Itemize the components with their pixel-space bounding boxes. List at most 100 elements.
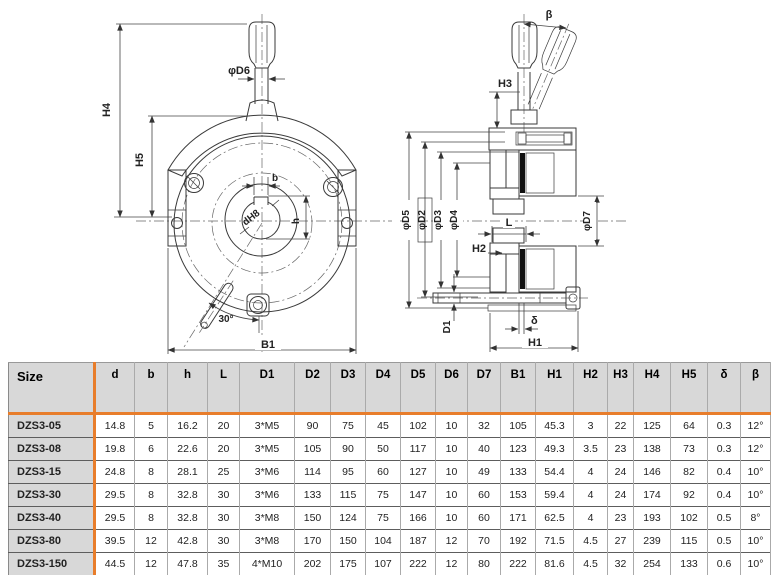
spec-cell: 104 — [365, 529, 401, 553]
spec-cell: 95 — [330, 460, 366, 484]
spec-cell: 4.5 — [573, 529, 608, 553]
spec-cell: 0.3 — [707, 413, 741, 438]
spec-cell: 202 — [294, 552, 331, 575]
spec-cell: 30 — [207, 483, 240, 507]
d5-dim-label: φD5 — [401, 210, 412, 230]
spec-cell: 32 — [607, 552, 634, 575]
brake-drawing-svg: 30° b dH8 h φD6 H4 — [101, 9, 628, 354]
size-cell: DZS3-80 — [8, 529, 96, 553]
d6-dim-label: φD6 — [228, 65, 250, 77]
spec-cell: 222 — [400, 552, 436, 575]
spec-cell: 64 — [670, 413, 708, 438]
spec-cell: 24.8 — [94, 460, 135, 484]
spec-cell: 105 — [500, 413, 536, 438]
spec-cell: 153 — [500, 483, 536, 507]
release-rod — [432, 286, 581, 312]
spec-cell: 12 — [435, 529, 468, 553]
spec-cell: 124 — [330, 506, 366, 530]
handle-knob — [248, 21, 276, 69]
spec-cell: 193 — [633, 506, 671, 530]
col-header-D2: D2 — [294, 362, 331, 415]
spec-cell: 10 — [435, 506, 468, 530]
col-header-H3: H3 — [607, 362, 634, 415]
spec-cell: 60 — [467, 483, 501, 507]
spec-cell: 73 — [670, 437, 708, 461]
col-header-δ: δ — [707, 362, 741, 415]
spec-cell: 115 — [670, 529, 708, 553]
housing-bracket — [167, 114, 357, 247]
spec-cell: 0.4 — [707, 460, 741, 484]
spec-cell: 42.8 — [167, 529, 208, 553]
spec-cell: 49.3 — [535, 437, 574, 461]
spec-cell: 10 — [435, 437, 468, 461]
spec-cell: 90 — [294, 413, 331, 438]
spec-cell: 59.4 — [535, 483, 574, 507]
spec-cell: 222 — [500, 552, 536, 575]
spec-cell: 80 — [467, 552, 501, 575]
spec-cell: 35 — [207, 552, 240, 575]
d3-dim-label: φD3 — [433, 210, 444, 230]
spec-cell: 10° — [740, 460, 771, 484]
spec-cell: 125 — [633, 413, 671, 438]
spec-cell: 45.3 — [535, 413, 574, 438]
spec-cell: 23 — [607, 437, 634, 461]
d2-dim-label: φD2 — [417, 210, 428, 230]
spec-cell: 8° — [740, 506, 771, 530]
spec-cell: 70 — [467, 529, 501, 553]
spec-cell: 0.6 — [707, 552, 741, 575]
col-header-H1: H1 — [535, 362, 574, 415]
size-cell: DZS3-30 — [8, 483, 96, 507]
spec-cell: 115 — [330, 483, 366, 507]
screw-top-left — [184, 173, 204, 193]
screw-top-right — [323, 177, 343, 197]
spec-cell: 10° — [740, 529, 771, 553]
spec-cell: 75 — [365, 483, 401, 507]
spec-cell: 4.5 — [573, 552, 608, 575]
spec-cell: 49 — [467, 460, 501, 484]
delta-dim-label: δ — [531, 315, 538, 327]
col-header-D5: D5 — [400, 362, 436, 415]
col-header-Size: Size — [8, 362, 96, 415]
spec-cell: 150 — [330, 529, 366, 553]
spec-cell: 25 — [207, 460, 240, 484]
spec-cell: 8 — [134, 460, 168, 484]
handle-collar — [510, 109, 538, 125]
col-header-h: h — [167, 362, 208, 415]
col-header-H5: H5 — [670, 362, 708, 415]
col-header-L: L — [207, 362, 240, 415]
spec-cell: 4 — [573, 460, 608, 484]
spec-cell: 60 — [467, 506, 501, 530]
spec-cell: 10° — [740, 483, 771, 507]
spec-cell: 23 — [607, 506, 634, 530]
spec-cell: 54.4 — [535, 460, 574, 484]
l-dim-label: L — [506, 217, 513, 229]
screw-bottom — [246, 293, 270, 333]
spec-cell: 107 — [365, 552, 401, 575]
spec-cell: 5 — [134, 413, 168, 438]
spec-cell: 92 — [670, 483, 708, 507]
keyway-b-label: b — [272, 173, 278, 184]
col-header-β: β — [740, 362, 771, 415]
spec-cell: 50 — [365, 437, 401, 461]
spec-cell: 138 — [633, 437, 671, 461]
spec-cell: 254 — [633, 552, 671, 575]
h5-dim-label: H5 — [134, 153, 146, 167]
size-cell: DZS3-15 — [8, 460, 96, 484]
size-cell: DZS3-05 — [8, 413, 96, 438]
col-header-D7: D7 — [467, 362, 501, 415]
spec-cell: 3*M6 — [239, 460, 295, 484]
spec-cell: 12° — [740, 437, 771, 461]
spec-cell: 10° — [740, 552, 771, 575]
spec-cell: 22 — [607, 413, 634, 438]
section-view: β H3 — [400, 9, 628, 352]
spec-cell: 29.5 — [94, 483, 135, 507]
front-view: 30° b dH8 h φD6 H4 — [101, 14, 392, 354]
col-header-D1: D1 — [239, 362, 295, 415]
